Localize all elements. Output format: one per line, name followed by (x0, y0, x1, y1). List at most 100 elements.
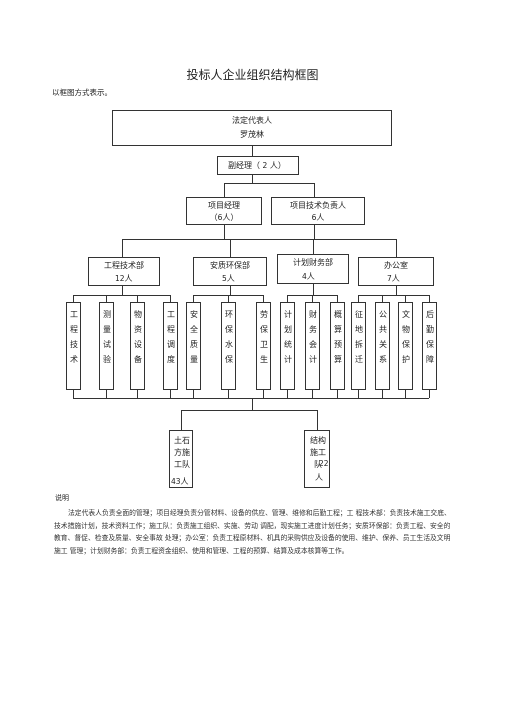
connector (224, 183, 314, 184)
connector (429, 390, 430, 398)
technical-lead-count-suffix: 人 (316, 213, 325, 222)
page-subtitle: 以框图方式表示。 (52, 88, 112, 97)
connector (137, 295, 138, 302)
connector (170, 390, 171, 398)
function-label: 文物保护 (402, 310, 410, 364)
notes-heading: 说明 (55, 494, 69, 502)
project-manager-count-line: （6人） (187, 213, 261, 223)
connector (122, 239, 123, 257)
function-label: 物资设备 (134, 310, 142, 364)
project-manager-label: 项目经理 (208, 201, 240, 210)
function-box: 计划统计 (280, 302, 295, 390)
team-label: 结构施工队 (310, 436, 326, 469)
project-manager-count-suffix: 人） (222, 213, 239, 222)
deputy-manager-box: 副经理（ 2 人） (217, 156, 299, 175)
connector (106, 390, 107, 398)
function-label: 工程调度 (167, 310, 175, 364)
function-box: 后勤保障 (422, 302, 437, 390)
team-count-line: 43人 (171, 477, 189, 487)
connector (429, 295, 430, 302)
department-unit: 人 (124, 274, 133, 283)
connector (313, 284, 314, 295)
department-count: 7 (387, 274, 392, 283)
department-label: 办公室 (384, 261, 408, 270)
connector (358, 295, 359, 302)
team-box-earthwork: 土石方施工队 43人 (169, 430, 193, 488)
function-box: 财务会计 (305, 302, 320, 390)
connector (228, 390, 229, 398)
function-box: 环保水保 (221, 302, 236, 390)
function-label: 征地拆迁 (355, 310, 363, 364)
deputy-manager-label-text: 副经理（ (228, 161, 260, 170)
connector (73, 295, 170, 296)
connector (314, 183, 315, 197)
connector (382, 295, 383, 302)
function-label: 环保水保 (225, 310, 233, 364)
department-label: 工程技术部 (104, 261, 144, 270)
connector (122, 239, 396, 240)
team-unit: 人 (315, 473, 323, 482)
deputy-manager-suffix: 人） (269, 161, 286, 170)
technical-lead-count: 6 (311, 213, 317, 222)
function-box: 文物保护 (398, 302, 413, 390)
connector (337, 295, 338, 302)
technical-lead-box: 项目技术负责人 6人 (271, 197, 365, 225)
department-count: 12 (115, 274, 125, 283)
connector (337, 390, 338, 398)
department-box-safety-quality: 安质环保部 5人 (193, 257, 267, 286)
function-box: 概算预算 (330, 302, 345, 390)
connector (73, 295, 74, 302)
legal-representative-name: 罗茂林 (240, 130, 264, 139)
connector (181, 410, 317, 411)
connector (312, 390, 313, 398)
connector (405, 390, 406, 398)
connector (382, 390, 383, 398)
team-box-structure: 结构施工队 22 人 (304, 430, 330, 488)
function-label: 概算预算 (334, 310, 342, 364)
connector (170, 295, 171, 302)
project-manager-count: 6 (217, 213, 223, 222)
connector (224, 225, 225, 239)
connector (252, 175, 253, 183)
department-count: 5 (222, 274, 227, 283)
connector (358, 295, 429, 296)
project-manager-count-prefix: （ (209, 213, 218, 222)
connector (73, 398, 429, 399)
function-label: 测量试验 (103, 310, 111, 364)
connector (314, 225, 315, 239)
notes-body: 法定代表人负责全面的管理；项目经理负责分管材料、设备的供应、管理、维修和后勤工程… (54, 509, 451, 555)
technical-lead-count-line: 6人 (272, 213, 364, 223)
connector (312, 295, 313, 302)
function-box: 征地拆迁 (351, 302, 366, 390)
function-label: 计划统计 (284, 310, 292, 364)
connector (224, 183, 225, 197)
department-box-engineering: 工程技术部 12人 (88, 257, 160, 286)
function-box: 劳保卫生 (256, 302, 271, 390)
technical-lead-label: 项目技术负责人 (290, 201, 346, 210)
department-label: 安质环保部 (210, 261, 250, 270)
connector (193, 295, 194, 302)
team-count-number: 22 (319, 459, 329, 468)
function-box: 测量试验 (99, 302, 114, 390)
legal-representative-box: 法定代表人 罗茂林 (112, 110, 392, 146)
connector (396, 239, 397, 257)
connector (230, 239, 231, 257)
function-label: 安全质量 (190, 310, 198, 364)
department-unit: 人 (391, 274, 400, 283)
team-count: 22 (319, 459, 329, 469)
legal-representative-role: 法定代表人 (232, 116, 272, 125)
team-unit: 人 (180, 477, 189, 486)
connector (230, 286, 231, 295)
function-box: 公共关系 (375, 302, 390, 390)
connector (263, 390, 264, 398)
function-box: 工程调度 (163, 302, 178, 390)
connector (313, 239, 314, 254)
connector (228, 295, 229, 302)
connector (73, 390, 74, 398)
department-count-line: 4人 (302, 272, 315, 282)
connector (263, 295, 264, 302)
department-box-office: 办公室 7人 (358, 257, 434, 286)
connector (106, 295, 107, 302)
department-count-line: 12人 (115, 274, 133, 284)
department-unit: 人 (226, 274, 235, 283)
